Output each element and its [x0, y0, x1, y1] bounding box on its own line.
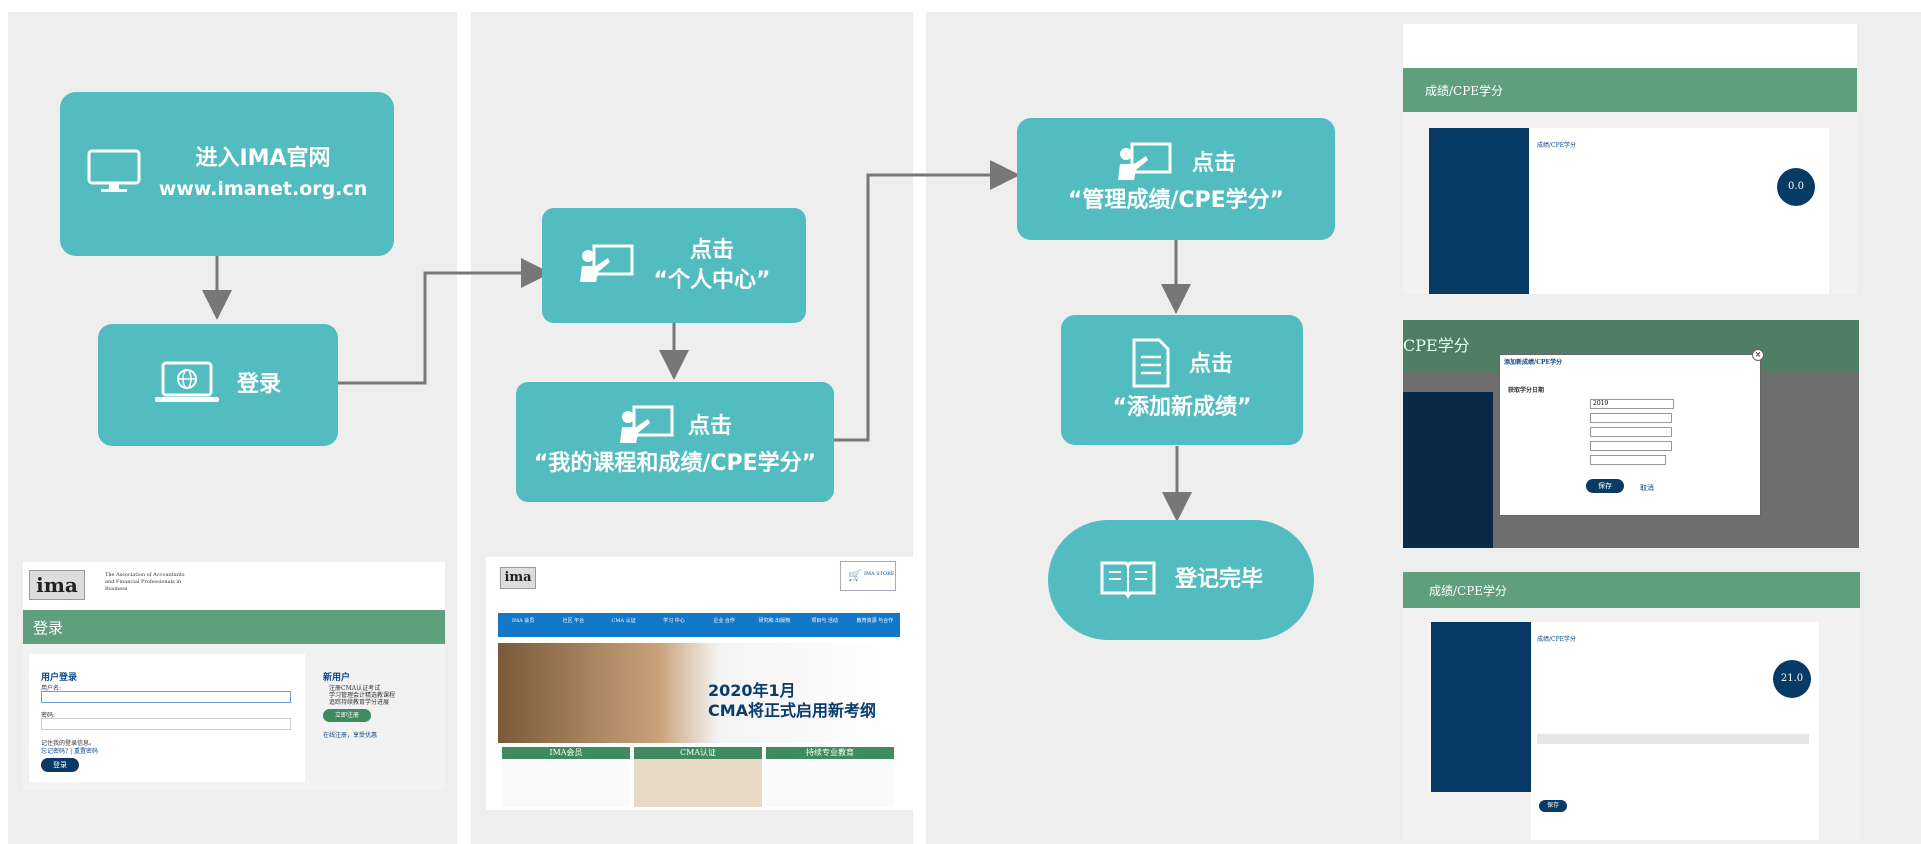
card-header: CMA认证 — [634, 747, 762, 759]
document-icon — [1131, 337, 1171, 393]
password-label: 密码: — [41, 712, 56, 719]
enter-site-box: 进入IMA官网 www.imanet.org.cn — [60, 92, 394, 256]
register-link[interactable]: 在线注册，享受优惠 — [323, 732, 378, 739]
nav-item[interactable]: 项目与 活动 — [811, 618, 838, 624]
modal-cancel-link[interactable]: 取消 — [1640, 484, 1654, 492]
cpe-total-circle: 21.0 — [1773, 660, 1811, 698]
modal-bg-header: CPE学分 — [1403, 336, 1470, 355]
manage-scores-line1: 点击 — [1191, 151, 1236, 176]
password-input[interactable] — [41, 718, 291, 730]
manage-scores-box: 点击 “管理成绩/CPE学分” — [1017, 118, 1335, 240]
personal-center-box: 点击 “个人中心” — [542, 208, 806, 323]
store-badge[interactable] — [840, 561, 896, 591]
presentation-icon — [1116, 142, 1174, 186]
login-header-text: 登录 — [33, 619, 64, 637]
login-header: 登录 — [23, 610, 445, 644]
add-score-modal: 添加新成绩/CPE学分 获取学分日期 2019 保存 取消 × — [1499, 349, 1764, 516]
enter-site-url: www.imanet.org.cn — [158, 178, 368, 200]
enter-site-title: 进入IMA官网 — [195, 146, 331, 171]
ima-logo: ima — [29, 570, 85, 600]
store-label: IMA STORE — [864, 571, 895, 577]
login-screenshot: ima The Association of Accountants and F… — [23, 562, 445, 790]
personal-center-line2: “个人中心” — [653, 267, 771, 293]
year-select[interactable]: 2019 — [1590, 399, 1674, 409]
nav-item[interactable]: CMA 认证 — [611, 618, 636, 624]
remember-checkbox[interactable]: 记住我的登录信息。 — [41, 740, 96, 747]
card-header: IMA会员 — [502, 747, 630, 759]
org-name: The Association of Accountants and Finan… — [105, 572, 185, 592]
nav-item[interactable]: 学习 中心 — [663, 618, 685, 624]
banner-line2: CMA将正式启用新考纲 — [708, 701, 877, 720]
scores-screenshot-modal: CPE学分 添加新成绩/CPE学分 获取学分日期 2019 保存 取消 × — [1403, 320, 1859, 548]
sidebar — [1429, 128, 1529, 294]
modal-close-icon[interactable]: × — [1752, 349, 1764, 361]
presentation-icon — [618, 405, 676, 449]
presentation-icon — [578, 244, 636, 288]
my-courses-box: 点击 “我的课程和成绩/CPE学分” — [516, 382, 834, 502]
scores-header-text: 成绩/CPE学分 — [1425, 84, 1504, 98]
forgot-password-link[interactable]: 忘记密码? | 重置密码 — [41, 748, 99, 755]
login-label: 登录 — [236, 372, 281, 397]
laptop-globe-icon — [154, 361, 219, 409]
modal-title: 添加新成绩/CPE学分 — [1504, 359, 1563, 366]
scores-header-text: 成绩/CPE学分 — [1429, 584, 1508, 598]
section-title: 成绩/CPE学分 — [1537, 636, 1577, 643]
done-box: 登记完毕 — [1048, 520, 1314, 640]
month-select[interactable] — [1590, 413, 1672, 423]
scores-header: 成绩/CPE学分 — [1403, 572, 1860, 608]
new-user-item: 注册CMA认证考试 — [329, 685, 381, 692]
main-nav — [498, 613, 900, 637]
nav-item[interactable]: 教育资源 与合作 — [856, 618, 894, 624]
cpe-total-value: 0.0 — [1788, 181, 1804, 192]
my-courses-line2: “我的课程和成绩/CPE学分” — [533, 451, 817, 476]
new-user-item: 学习管理会计精选教课程 — [329, 692, 396, 699]
username-input[interactable] — [41, 691, 291, 703]
scores-header: 成绩/CPE学分 — [1403, 68, 1857, 112]
section-title: 成绩/CPE学分 — [1537, 142, 1577, 149]
nav-item[interactable]: IMA 会员 — [511, 618, 535, 624]
cart-icon: 🛒 — [848, 569, 862, 582]
year-value: 2019 — [1593, 400, 1609, 407]
done-label: 登记完毕 — [1174, 567, 1263, 592]
banner-line1: 2020年1月 — [708, 681, 796, 700]
scores-screenshot-bottom: 成绩/CPE学分 成绩/CPE学分 21.0 保存 — [1403, 572, 1860, 840]
scores-screenshot-top: 成绩/CPE学分 成绩/CPE学分 0.0 — [1403, 24, 1857, 294]
save-button[interactable]: 保存 — [1539, 800, 1567, 812]
add-score-line2: “添加新成绩” — [1112, 395, 1252, 420]
nav-item[interactable]: 企业 合作 — [713, 618, 735, 624]
nav-item[interactable]: 研究和 出版物 — [758, 618, 791, 624]
hero-banner[interactable] — [498, 643, 900, 743]
cpe-total-circle: 0.0 — [1777, 168, 1815, 206]
monitor-icon — [87, 149, 141, 199]
login-button[interactable]: 登录 — [41, 758, 79, 772]
register-button[interactable]: 立即注册 — [323, 709, 371, 722]
nav-item[interactable]: 社区 平台 — [562, 618, 585, 624]
sidebar — [1431, 622, 1531, 792]
new-user-item: 追踪持续教育学分进展 — [329, 699, 390, 706]
course-input[interactable] — [1590, 441, 1672, 451]
cpe-total-value: 21.0 — [1780, 673, 1804, 684]
score-row[interactable] — [1537, 734, 1809, 744]
modal-subtitle: 获取学分日期 — [1508, 387, 1545, 394]
ima-logo: ima — [500, 567, 536, 589]
my-courses-line1: 点击 — [687, 414, 732, 439]
day-select[interactable] — [1590, 427, 1672, 437]
new-user-title: 新用户 — [323, 673, 351, 683]
login-box: 登录 — [98, 324, 338, 446]
manage-scores-line2: “管理成绩/CPE学分” — [1067, 188, 1285, 213]
open-book-icon — [1099, 557, 1157, 603]
username-label: 用户名: — [41, 685, 62, 692]
add-score-line1: 点击 — [1188, 352, 1233, 377]
add-score-box: 点击 “添加新成绩” — [1061, 315, 1303, 445]
home-screenshot: ima 🛒 IMA STORE IMA 会员 社区 平台 CMA 认证 学习 中… — [486, 557, 913, 810]
card-header: 持续专业教育 — [766, 747, 894, 759]
user-login-title: 用户登录 — [41, 673, 78, 683]
credit-input[interactable] — [1590, 455, 1666, 465]
modal-save-button[interactable]: 保存 — [1586, 479, 1624, 493]
personal-center-line1: 点击 — [689, 237, 734, 263]
